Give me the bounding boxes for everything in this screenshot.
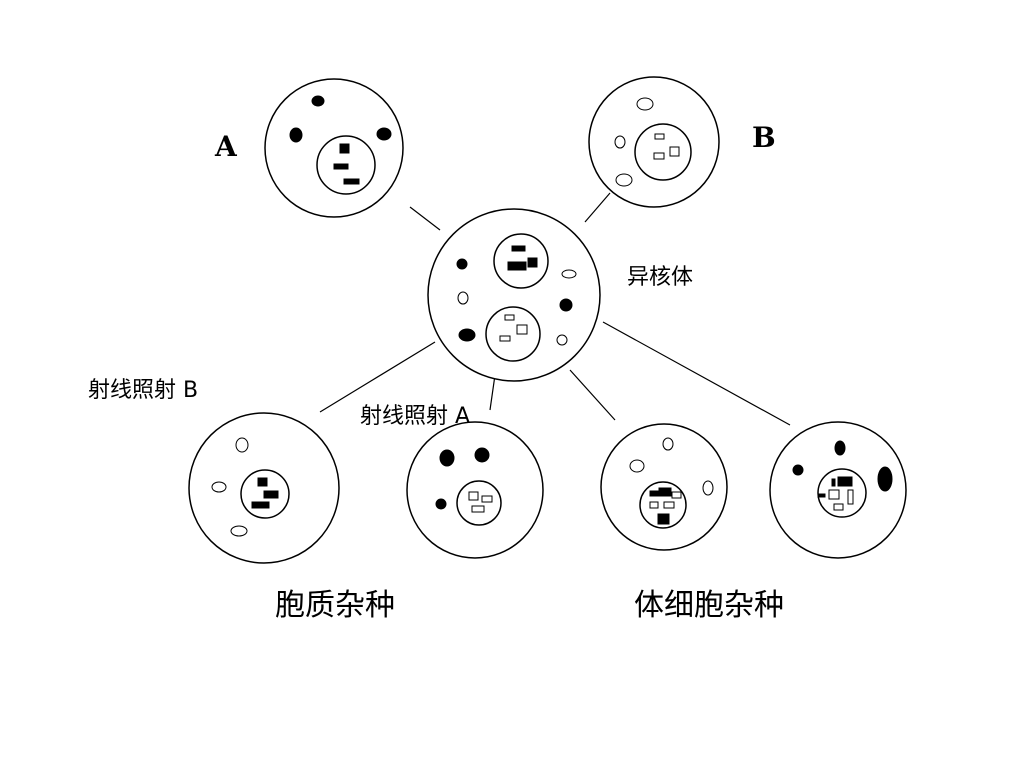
cell-b-chromosome	[669, 146, 680, 157]
somatic-hybrid-cell-2	[769, 421, 907, 559]
somatic-hybrid-1-chromosome-a	[657, 513, 670, 525]
somatic-hybrid-2-chromosome-a	[817, 493, 826, 498]
heterokaryon-cell	[427, 208, 601, 382]
cytoplasmic-hybrid-1-chromosome	[257, 477, 268, 487]
cell-b-nucleus	[634, 123, 692, 181]
link-heterokaryon-to-cytoplasmic-hybrid-2	[489, 374, 496, 411]
link-b-to-heterokaryon	[584, 192, 611, 223]
cytoplasmic-hybrid-cell-2	[406, 421, 544, 559]
cell-a-chromosome	[343, 178, 360, 185]
somatic-hybrid-1-chromosome-a	[658, 487, 672, 497]
cell-b-chromosome	[654, 133, 665, 140]
cell-b-organelle	[615, 173, 633, 187]
heterokaryon-organelle-a	[456, 258, 468, 270]
cytoplasmic-hybrid-2-organelle-a	[439, 449, 455, 467]
cell-a-organelle	[311, 95, 325, 107]
cytoplasmic-hybrid-1-organelle-b	[230, 525, 248, 537]
cell-b-label: B	[752, 121, 776, 154]
heterokaryon-organelle-b	[457, 291, 469, 305]
cytoplasmic-hybrid-2-chromosome	[481, 495, 493, 503]
cell-a-label: A	[215, 130, 237, 163]
cytoplasmic-hybrid-2-nucleus	[456, 480, 502, 526]
cytoplasmic-hybrid-1-chromosome	[251, 501, 270, 509]
cytoplasmic-hybrid-2-organelle-a	[435, 498, 447, 510]
somatic-hybrid-2-chromosome-a	[831, 478, 836, 487]
cytoplasmic-hybrid-cell-1	[188, 412, 340, 564]
cell-b	[588, 76, 720, 208]
somatic-hybrid-2-chromosome-b	[833, 503, 844, 511]
heterokaryon-organelle-a	[458, 328, 476, 342]
somatic-hybrid-cell-1	[600, 423, 728, 551]
cell-b-organelle	[636, 97, 654, 111]
radiation-a-label: 射线照射 A	[360, 404, 471, 429]
somatic-hybrid-2-chromosome-b	[828, 489, 840, 500]
heterokaryon-chromosome-b	[504, 314, 515, 321]
somatic-hybrid-1-chromosome-b	[649, 501, 659, 509]
somatic-hybrid-1-chromosome-b	[671, 491, 682, 499]
somatic-hybrid-2-chromosome-b	[847, 489, 854, 505]
heterokaryon-chromosome-a	[511, 245, 526, 252]
cell-b-organelle	[614, 135, 626, 149]
cell-a-chromosome	[333, 163, 349, 170]
somatic-hybrid-label: 体细胞杂种	[634, 588, 784, 623]
radiation-b-label: 射线照射 B	[88, 378, 199, 403]
heterokaryon-chromosome-b	[499, 335, 511, 342]
somatic-hybrid-2-organelle-a	[877, 466, 893, 492]
somatic-hybrid-2-organelle-a	[792, 464, 804, 476]
cytoplasmic-hybrid-1-organelle-b	[235, 437, 249, 453]
somatic-hybrid-2-nucleus	[817, 468, 867, 518]
cell-a	[264, 78, 404, 218]
heterokaryon-organelle-a	[559, 298, 573, 312]
somatic-hybrid-1-chromosome-b	[663, 501, 675, 509]
somatic-hybrid-1-organelle-b	[702, 480, 714, 496]
link-a-to-heterokaryon	[409, 206, 441, 231]
somatic-hybrid-1-organelle-b	[629, 459, 645, 473]
heterokaryon-nucleus-b	[485, 306, 541, 362]
cytoplasmic-hybrid-label: 胞质杂种	[275, 588, 395, 623]
cytoplasmic-hybrid-1-chromosome	[263, 490, 279, 499]
link-heterokaryon-to-somatic-hybrid-1	[569, 369, 616, 421]
somatic-hybrid-1-organelle-b	[662, 437, 674, 451]
somatic-hybrid-2-organelle-a	[834, 440, 846, 456]
cell-a-organelle	[376, 127, 392, 141]
heterokaryon-chromosome-a	[507, 261, 527, 271]
heterokaryon-organelle-b	[556, 334, 568, 346]
heterokaryon-chromosome-a	[527, 257, 538, 268]
link-heterokaryon-to-cytoplasmic-hybrid-1	[319, 341, 436, 413]
link-heterokaryon-to-somatic-hybrid-2	[602, 321, 791, 426]
heterokaryon-label: 异核体	[627, 265, 694, 290]
heterokaryon-nucleus-a	[493, 233, 549, 289]
cell-b-chromosome	[653, 152, 665, 160]
cell-a-organelle	[289, 127, 303, 143]
cytoplasmic-hybrid-2-chromosome	[471, 505, 485, 513]
cytoplasmic-hybrid-1-organelle-b	[211, 481, 227, 493]
cell-a-chromosome	[339, 143, 350, 154]
cytoplasmic-hybrid-2-organelle-a	[474, 447, 490, 463]
heterokaryon-chromosome-b	[516, 324, 528, 335]
cytoplasmic-hybrid-2-chromosome	[468, 491, 479, 501]
heterokaryon-organelle-b	[561, 269, 577, 279]
somatic-hybrid-2-chromosome-a	[837, 476, 853, 487]
